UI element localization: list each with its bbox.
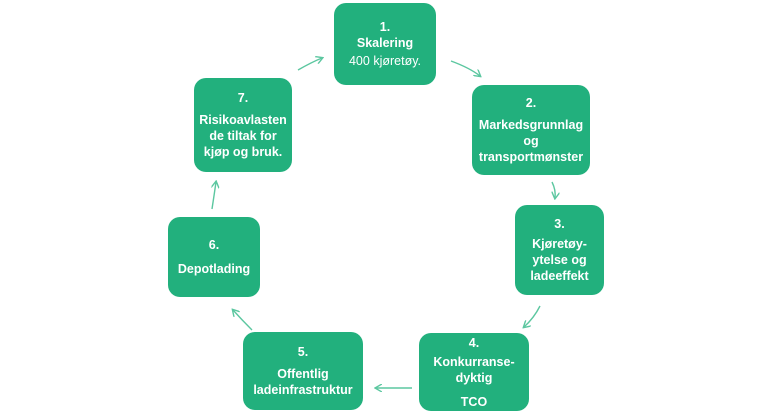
step-2-number: 2. <box>525 96 537 110</box>
step-7-title: Risikoavlasten de tiltak for kjøp og bru… <box>199 113 287 159</box>
arrow-6-to-7 <box>212 182 216 210</box>
step-3-number: 3. <box>554 217 565 231</box>
step-7-number: 7. <box>237 91 249 105</box>
step-3-box: 3. Kjøretøy-ytelse og ladeeffekt <box>515 205 604 295</box>
arrow-1-to-2 <box>450 60 480 76</box>
step-2-box: 2. Markedsgrunnlag og transportmønster <box>472 85 590 175</box>
arrow-7-to-1 <box>297 58 322 71</box>
step-6-box: 6. Depotlading <box>168 217 260 297</box>
step-5-number: 5. <box>297 345 309 359</box>
step-1-number: 1. <box>379 20 391 34</box>
arrow-3-to-4 <box>524 305 541 327</box>
step-4-number: 4. <box>468 335 480 350</box>
step-6-number: 6. <box>208 238 220 252</box>
step-1-detail: 400 kjøretøy. <box>348 54 421 68</box>
step-4-detail: TCO <box>460 394 488 409</box>
step-2-title: Markedsgrunnlag og transportmønster <box>478 118 584 164</box>
step-5-title: Offentlig ladeinfrastruktur <box>253 367 353 397</box>
arrow-5-to-6 <box>233 310 253 331</box>
step-5-box: 5. Offentlig ladeinfrastruktur <box>243 332 363 410</box>
step-6-title: Depotlading <box>177 262 251 276</box>
arrow-2-to-3 <box>552 181 555 198</box>
step-1-box: 1. Skalering 400 kjøretøy. <box>334 3 436 85</box>
step-7-box: 7. Risikoavlasten de tiltak for kjøp og … <box>194 78 292 172</box>
step-4-title: Konkurranse-dyktig <box>433 354 515 385</box>
step-3-title: Kjøretøy-ytelse og ladeeffekt <box>530 237 589 283</box>
step-1-title: Skalering <box>356 36 414 50</box>
step-4-box: 4. Konkurranse-dyktig TCO <box>419 333 529 411</box>
